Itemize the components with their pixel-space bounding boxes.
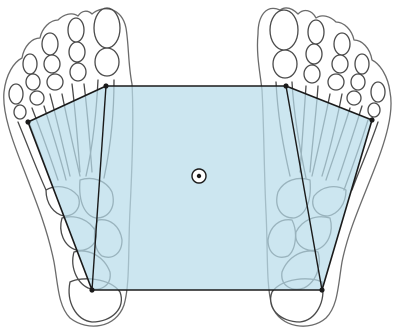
left-toe-2 [68,18,84,42]
contact-point-dot [319,287,324,292]
contact-point-dot [89,287,94,292]
center-of-mass-icon [192,169,206,183]
contact-point-dot [283,83,288,88]
right-big-toe [270,10,298,50]
contact-point-dot [369,117,374,122]
right-toe-2 [308,20,324,44]
contact-point-dot [25,119,30,124]
contact-point-dot [103,83,108,88]
left-toe-3 [42,33,58,55]
base-of-support-area [28,86,372,290]
right-toe-5 [371,82,385,102]
left-toe-4 [23,54,37,74]
left-toe-5 [9,84,23,104]
right-toe-3 [334,33,350,55]
left-big-toe [94,8,120,48]
right-toe-4 [355,54,369,74]
